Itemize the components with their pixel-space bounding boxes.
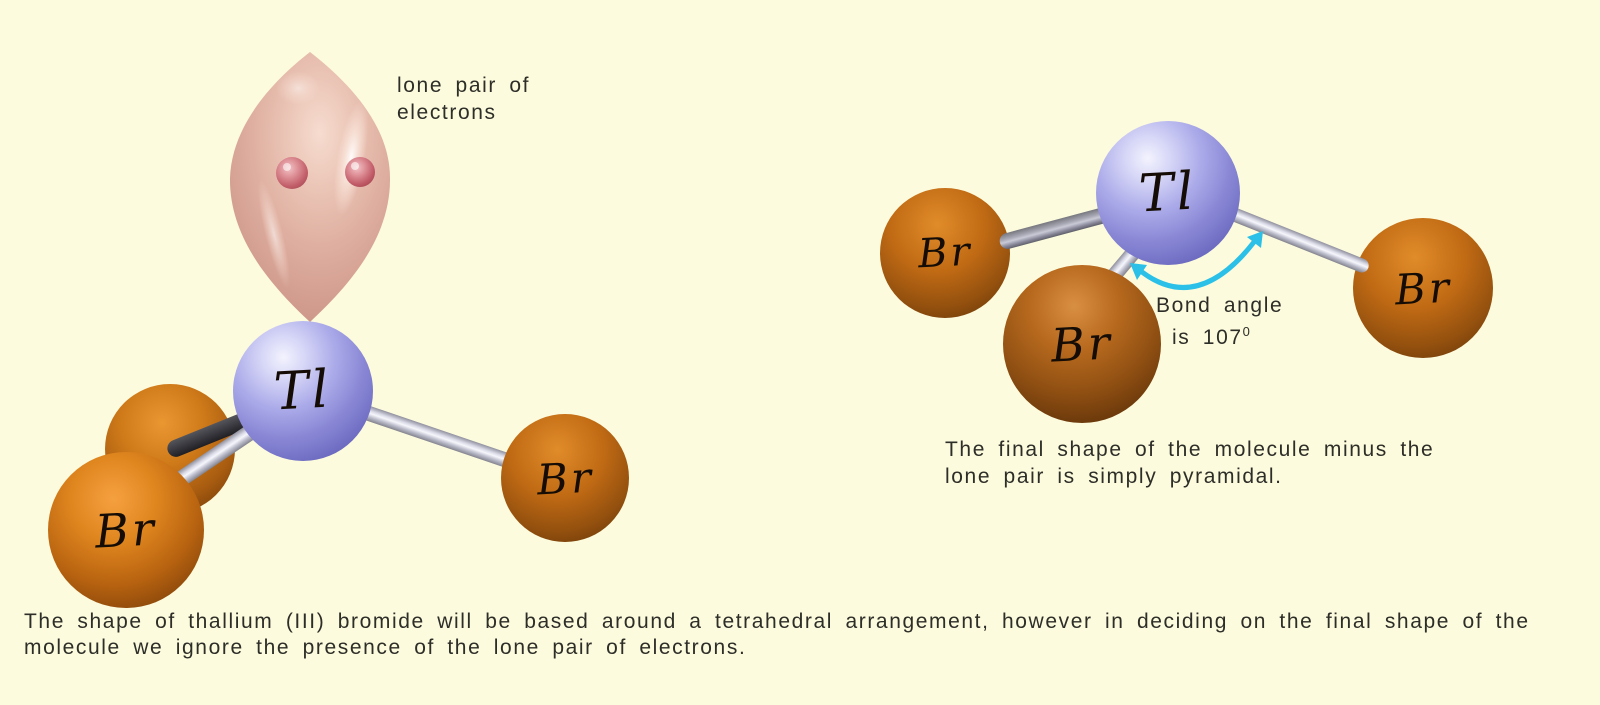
lone-pair-label-line1: lone pair of xyxy=(397,74,531,97)
atom-label-thallium: Tl xyxy=(1137,161,1199,225)
lone-pair-label: lone pair of electrons xyxy=(397,72,530,126)
atom-label-bromine: Br xyxy=(916,228,974,278)
degree-superscript: 0 xyxy=(1242,324,1250,339)
atom-label-bromine: Br xyxy=(1049,315,1115,373)
electron-left-dot xyxy=(276,157,308,189)
arrowhead-left xyxy=(1130,263,1147,280)
atom-label-thallium: Tl xyxy=(272,359,334,423)
atom-label-bromine: Br xyxy=(93,501,159,559)
atom-label-bromine: Br xyxy=(1393,262,1453,314)
lone-pair-lobe xyxy=(229,52,391,322)
electron-right-specular xyxy=(351,162,359,170)
atom-bromine-right-left-molecule: Br xyxy=(501,414,629,542)
atom-label-bromine: Br xyxy=(535,452,595,504)
bond-tl-to-right-br-pyramidal xyxy=(1225,205,1371,275)
lobe-highlight-right xyxy=(333,100,369,216)
atom-thallium-pyramidal: Tl xyxy=(1096,121,1240,265)
bond-angle-label: Bond angle is 1070 xyxy=(1156,293,1283,351)
electron-right-dot xyxy=(345,157,375,187)
arrowhead-right xyxy=(1247,231,1263,248)
atom-bromine-front-left-molecule: Br xyxy=(48,452,204,608)
pyramidal-shape-caption: The final shape of the molecule minus th… xyxy=(945,438,1435,488)
lobe-highlight-top xyxy=(276,71,320,105)
electron-left-specular xyxy=(283,163,291,171)
bond-angle-label-line2: is 1070 xyxy=(1156,319,1283,351)
tetrahedral-arrangement-caption: The shape of thallium (III) bromide will… xyxy=(24,610,1530,659)
atom-bromine-front-pyramidal: Br xyxy=(1003,265,1161,423)
bond-angle-label-line1: Bond angle xyxy=(1156,294,1284,317)
atom-bromine-right-pyramidal: Br xyxy=(1353,218,1493,358)
bond-angle-value: is 107 xyxy=(1172,326,1243,349)
lone-pair-label-line2: electrons xyxy=(397,101,497,124)
lobe-highlight-left xyxy=(257,179,291,289)
atom-bromine-left-pyramidal: Br xyxy=(880,188,1010,318)
atom-thallium-left-molecule: Tl xyxy=(233,321,373,461)
